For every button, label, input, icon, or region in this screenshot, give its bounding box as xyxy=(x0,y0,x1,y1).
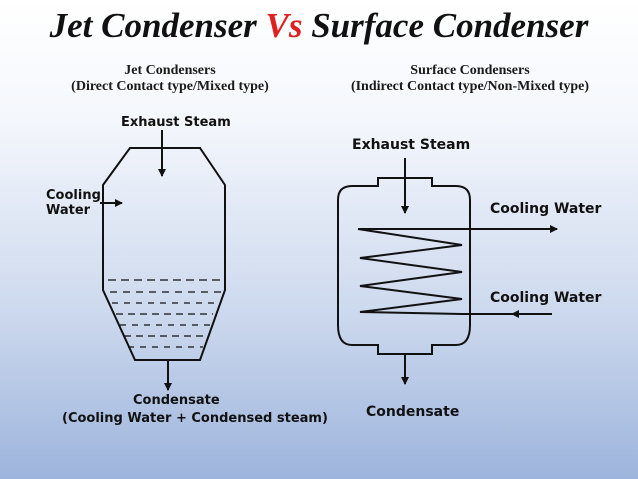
surface-condenser-heading: Surface Condensers (Indirect Contact typ… xyxy=(320,63,620,95)
jet-condenser-subheading-line: (Direct Contact type/Mixed type) xyxy=(71,79,269,94)
title-part-2: Surface Condenser xyxy=(302,6,589,45)
title-vs: Vs xyxy=(265,6,303,45)
jet-condenser-vessel xyxy=(102,147,226,361)
jet-condensate-note: (Cooling Water + Condensed steam) xyxy=(62,411,328,426)
surface-condensate-label: Condensate xyxy=(366,404,460,420)
mixed-water-dashes xyxy=(108,279,222,348)
jet-condenser-heading-line: Jet Condensers xyxy=(124,63,216,78)
page-title: Jet Condenser Vs Surface Condenser xyxy=(0,6,638,46)
surface-condenser-diagram xyxy=(337,158,558,385)
jet-cooling-water-label-line2: Water xyxy=(46,203,91,218)
surface-exhaust-steam-label: Exhaust Steam xyxy=(352,137,471,153)
surface-condenser-shell xyxy=(337,177,471,355)
surface-cooling-water-in-label: Cooling Water xyxy=(490,290,602,306)
surface-cooling-water-out-label: Cooling Water xyxy=(490,201,602,217)
jet-condensate-label: Condensate xyxy=(133,393,220,408)
surface-condenser-subheading-line: (Indirect Contact type/Non-Mixed type) xyxy=(350,79,590,94)
jet-exhaust-steam-label: Exhaust Steam xyxy=(121,115,231,130)
surface-condenser-heading-line: Surface Condensers xyxy=(410,63,530,78)
title-part-1: Jet Condenser xyxy=(49,6,266,45)
jet-condenser-diagram xyxy=(100,130,226,391)
jet-cooling-water-label-line1: Cooling xyxy=(46,188,101,203)
cooling-coil xyxy=(357,228,527,315)
jet-condenser-heading: Jet Condensers (Direct Contact type/Mixe… xyxy=(40,63,300,95)
